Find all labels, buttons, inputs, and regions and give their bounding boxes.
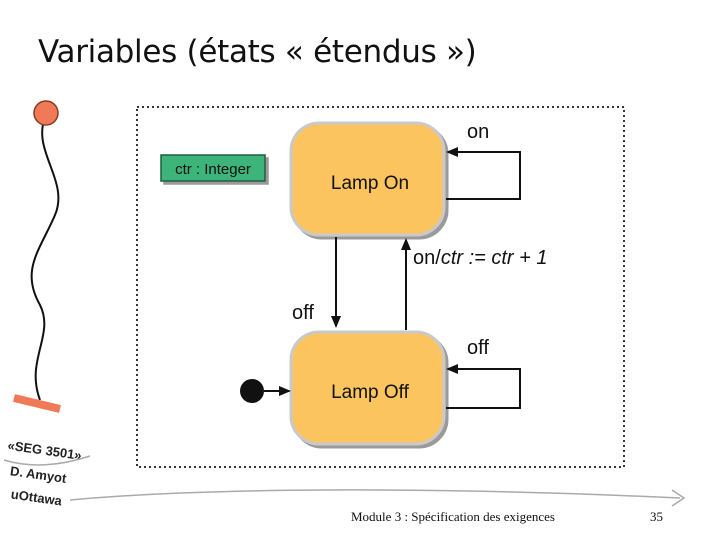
stamp-swash — [3, 455, 681, 501]
stamp-line-3: uOttawa — [10, 487, 64, 509]
stamp-line-1: «SEG 3501» — [7, 438, 83, 463]
initial-state-dot — [240, 379, 264, 403]
variable-box: ctr : Integer — [160, 154, 266, 182]
state-lamp-off-label: Lamp Off — [331, 382, 410, 403]
state-lamp-on-label: Lamp On — [331, 173, 409, 194]
state-lamp-on[interactable]: Lamp On — [289, 121, 446, 237]
footer-module-text: Module 3 : Spécification des exigences — [351, 509, 555, 524]
marker-bar-icon — [13, 394, 61, 413]
self-transition-on-label: on — [467, 121, 489, 143]
slide-title: Variables (états « étendus ») — [38, 34, 477, 70]
page-number: 35 — [650, 509, 663, 524]
self-transition-off-arrow — [446, 364, 521, 409]
self-transition-on-arrow — [446, 147, 521, 200]
transition-on-to-off-label: off — [292, 302, 314, 324]
transition-event: on/ — [413, 247, 441, 269]
transition-off-to-on-label: on/ctr := ctr + 1 — [413, 247, 548, 269]
variable-box-label: ctr : Integer — [175, 161, 251, 178]
footer-arrow-icon — [671, 489, 686, 507]
transition-action: ctr := ctr + 1 — [441, 247, 548, 269]
self-transition-off-label: off — [467, 337, 489, 359]
state-lamp-off[interactable]: Lamp Off — [289, 330, 446, 446]
marker-ball-icon — [33, 100, 59, 126]
stamp-line-2: D. Amyot — [9, 463, 68, 486]
composite-state-frame — [136, 106, 625, 468]
decorative-wavy-line — [30, 114, 60, 401]
